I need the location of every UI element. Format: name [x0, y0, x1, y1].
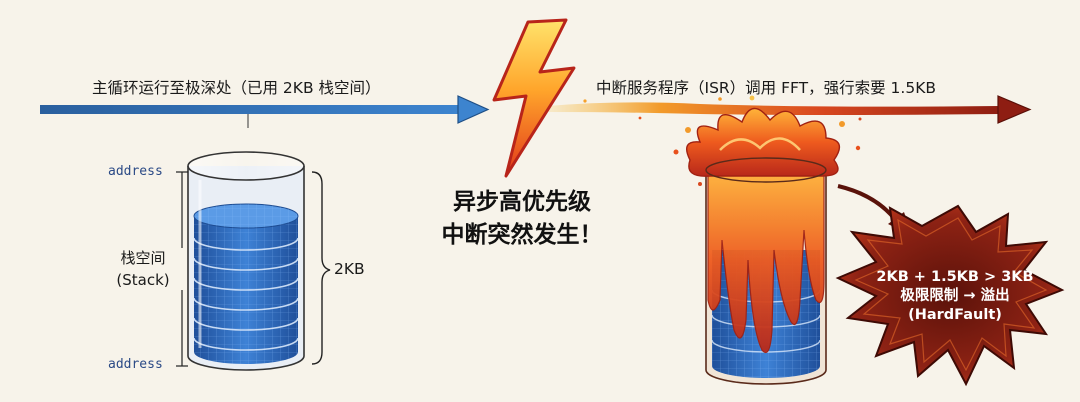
overflow-line1: 2KB + 1.5KB > 3KB	[876, 269, 1034, 285]
isr-arrow	[548, 95, 1032, 128]
event-title-line2: 中断突然发生！	[441, 222, 603, 248]
main-loop-label: 主循环运行至极深处（已用 2KB 栈空间）	[92, 79, 381, 97]
stack-cylinder	[187, 151, 305, 371]
overflow-message: 2KB + 1.5KB > 3KB 极限限制 → 溢出 (HardFault)	[860, 268, 1050, 325]
main-loop-arrow	[40, 95, 490, 128]
overflow-line2: 极限限制 → 溢出	[900, 288, 1010, 304]
address-bracket	[176, 171, 188, 367]
overflow-cylinder	[673, 95, 861, 385]
event-title-line1: 异步高优先级	[453, 189, 591, 215]
lightning-bolt-icon	[492, 18, 576, 178]
stack-label-line2: (Stack)	[116, 271, 170, 289]
size-brace	[311, 171, 331, 365]
stack-size-label: 2KB	[334, 260, 365, 278]
stack-label-line1: 栈空间	[120, 249, 166, 267]
event-title: 异步高优先级 中断突然发生！	[422, 186, 622, 252]
address-bottom-label: address	[108, 357, 163, 372]
explosion-burst-icon	[835, 204, 1065, 387]
isr-label: 中断服务程序（ISR）调用 FFT，强行索要 1.5KB	[596, 79, 937, 97]
overflow-line3: (HardFault)	[908, 307, 1002, 323]
stack-label: 栈空间 (Stack)	[106, 247, 180, 291]
address-top-label: address	[108, 164, 163, 179]
